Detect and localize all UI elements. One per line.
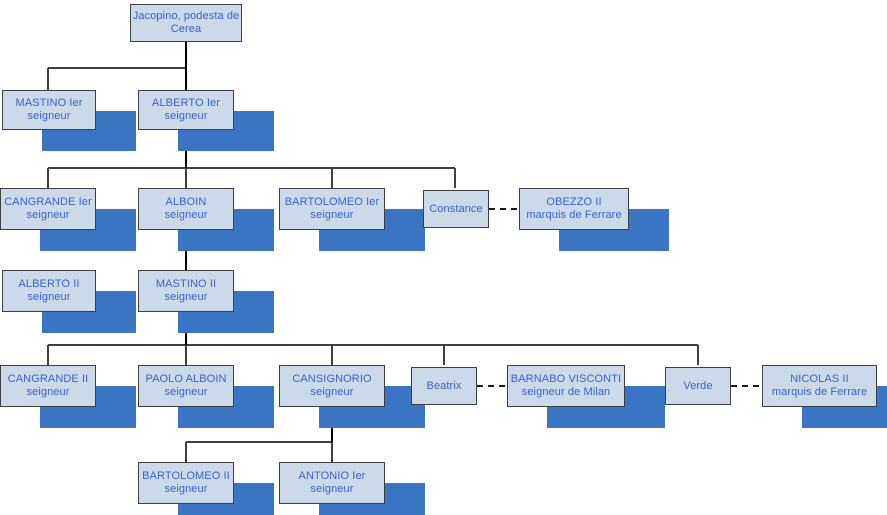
node-paolo-alboin-line-2: seigneur bbox=[164, 386, 208, 398]
node-jacopino-line-1: Jacopino, podesta de bbox=[132, 10, 240, 22]
node-nicolas-2-line-1: NICOLAS II bbox=[790, 373, 849, 385]
node-cansignorio-line-1: CANSIGNORIO bbox=[292, 373, 372, 385]
node-cansignorio-line-2: seigneur bbox=[310, 386, 354, 398]
node-mastino-1-line-2: seigneur bbox=[27, 110, 71, 122]
node-beatrix[interactable]: Beatrix bbox=[411, 367, 477, 405]
node-mastino-1-line-1: MASTINO Ier bbox=[15, 97, 83, 109]
node-cangrande-2-line-2: seigneur bbox=[26, 386, 70, 398]
node-nicolas-2-line-2: marquis de Ferrare bbox=[771, 386, 868, 398]
node-alberto-2-line-1: ALBERTO II bbox=[18, 278, 80, 290]
node-bartolomeo-1-line-2: seigneur bbox=[310, 209, 354, 221]
node-mastino-2-line-1: MASTINO II bbox=[155, 278, 217, 290]
node-bartolomeo-2-line-1: BARTOLOMEO II bbox=[142, 470, 230, 482]
node-jacopino-line-2: Cerea bbox=[170, 23, 202, 35]
node-constance[interactable]: Constance bbox=[423, 190, 489, 228]
node-barnabo-visconti-line-2: seigneur de Milan bbox=[521, 386, 611, 398]
node-constance-line-1: Constance bbox=[429, 202, 483, 215]
node-cangrande-2-line-1: CANGRANDE II bbox=[7, 373, 89, 385]
node-obezzo-2-line-1: OBEZZO II bbox=[546, 196, 602, 208]
node-antonio-1-line-2: seigneur bbox=[310, 483, 354, 495]
node-antonio-1-line-1: ANTONIO Ier bbox=[298, 470, 366, 482]
node-verde[interactable]: Verde bbox=[665, 367, 731, 405]
node-bartolomeo-1-line-1: BARTOLOMEO Ier bbox=[284, 196, 380, 208]
node-obezzo-2-line-2: marquis de Ferrare bbox=[526, 209, 622, 221]
node-alboin-line-1: ALBOIN bbox=[165, 196, 207, 208]
node-cangrande-1-line-2: seigneur bbox=[26, 209, 70, 221]
node-bartolomeo-2-line-2: seigneur bbox=[164, 483, 208, 495]
node-cangrande-1-line-1: CANGRANDE Ier bbox=[4, 196, 92, 208]
node-mastino-2-line-2: seigneur bbox=[164, 291, 208, 303]
node-alboin-line-2: seigneur bbox=[164, 209, 208, 221]
node-verde-line-1: Verde bbox=[683, 379, 713, 392]
node-barnabo-visconti-line-1: BARNABO VISCONTI bbox=[510, 373, 622, 385]
node-alberto-1-line-1: ALBERTO Ier bbox=[152, 97, 220, 109]
node-alberto-1-line-2: seigneur bbox=[164, 110, 208, 122]
node-beatrix-line-1: Beatrix bbox=[426, 379, 462, 392]
node-alberto-2-line-2: seigneur bbox=[27, 291, 71, 303]
node-paolo-alboin-line-1: PAOLO ALBOIN bbox=[145, 373, 227, 385]
